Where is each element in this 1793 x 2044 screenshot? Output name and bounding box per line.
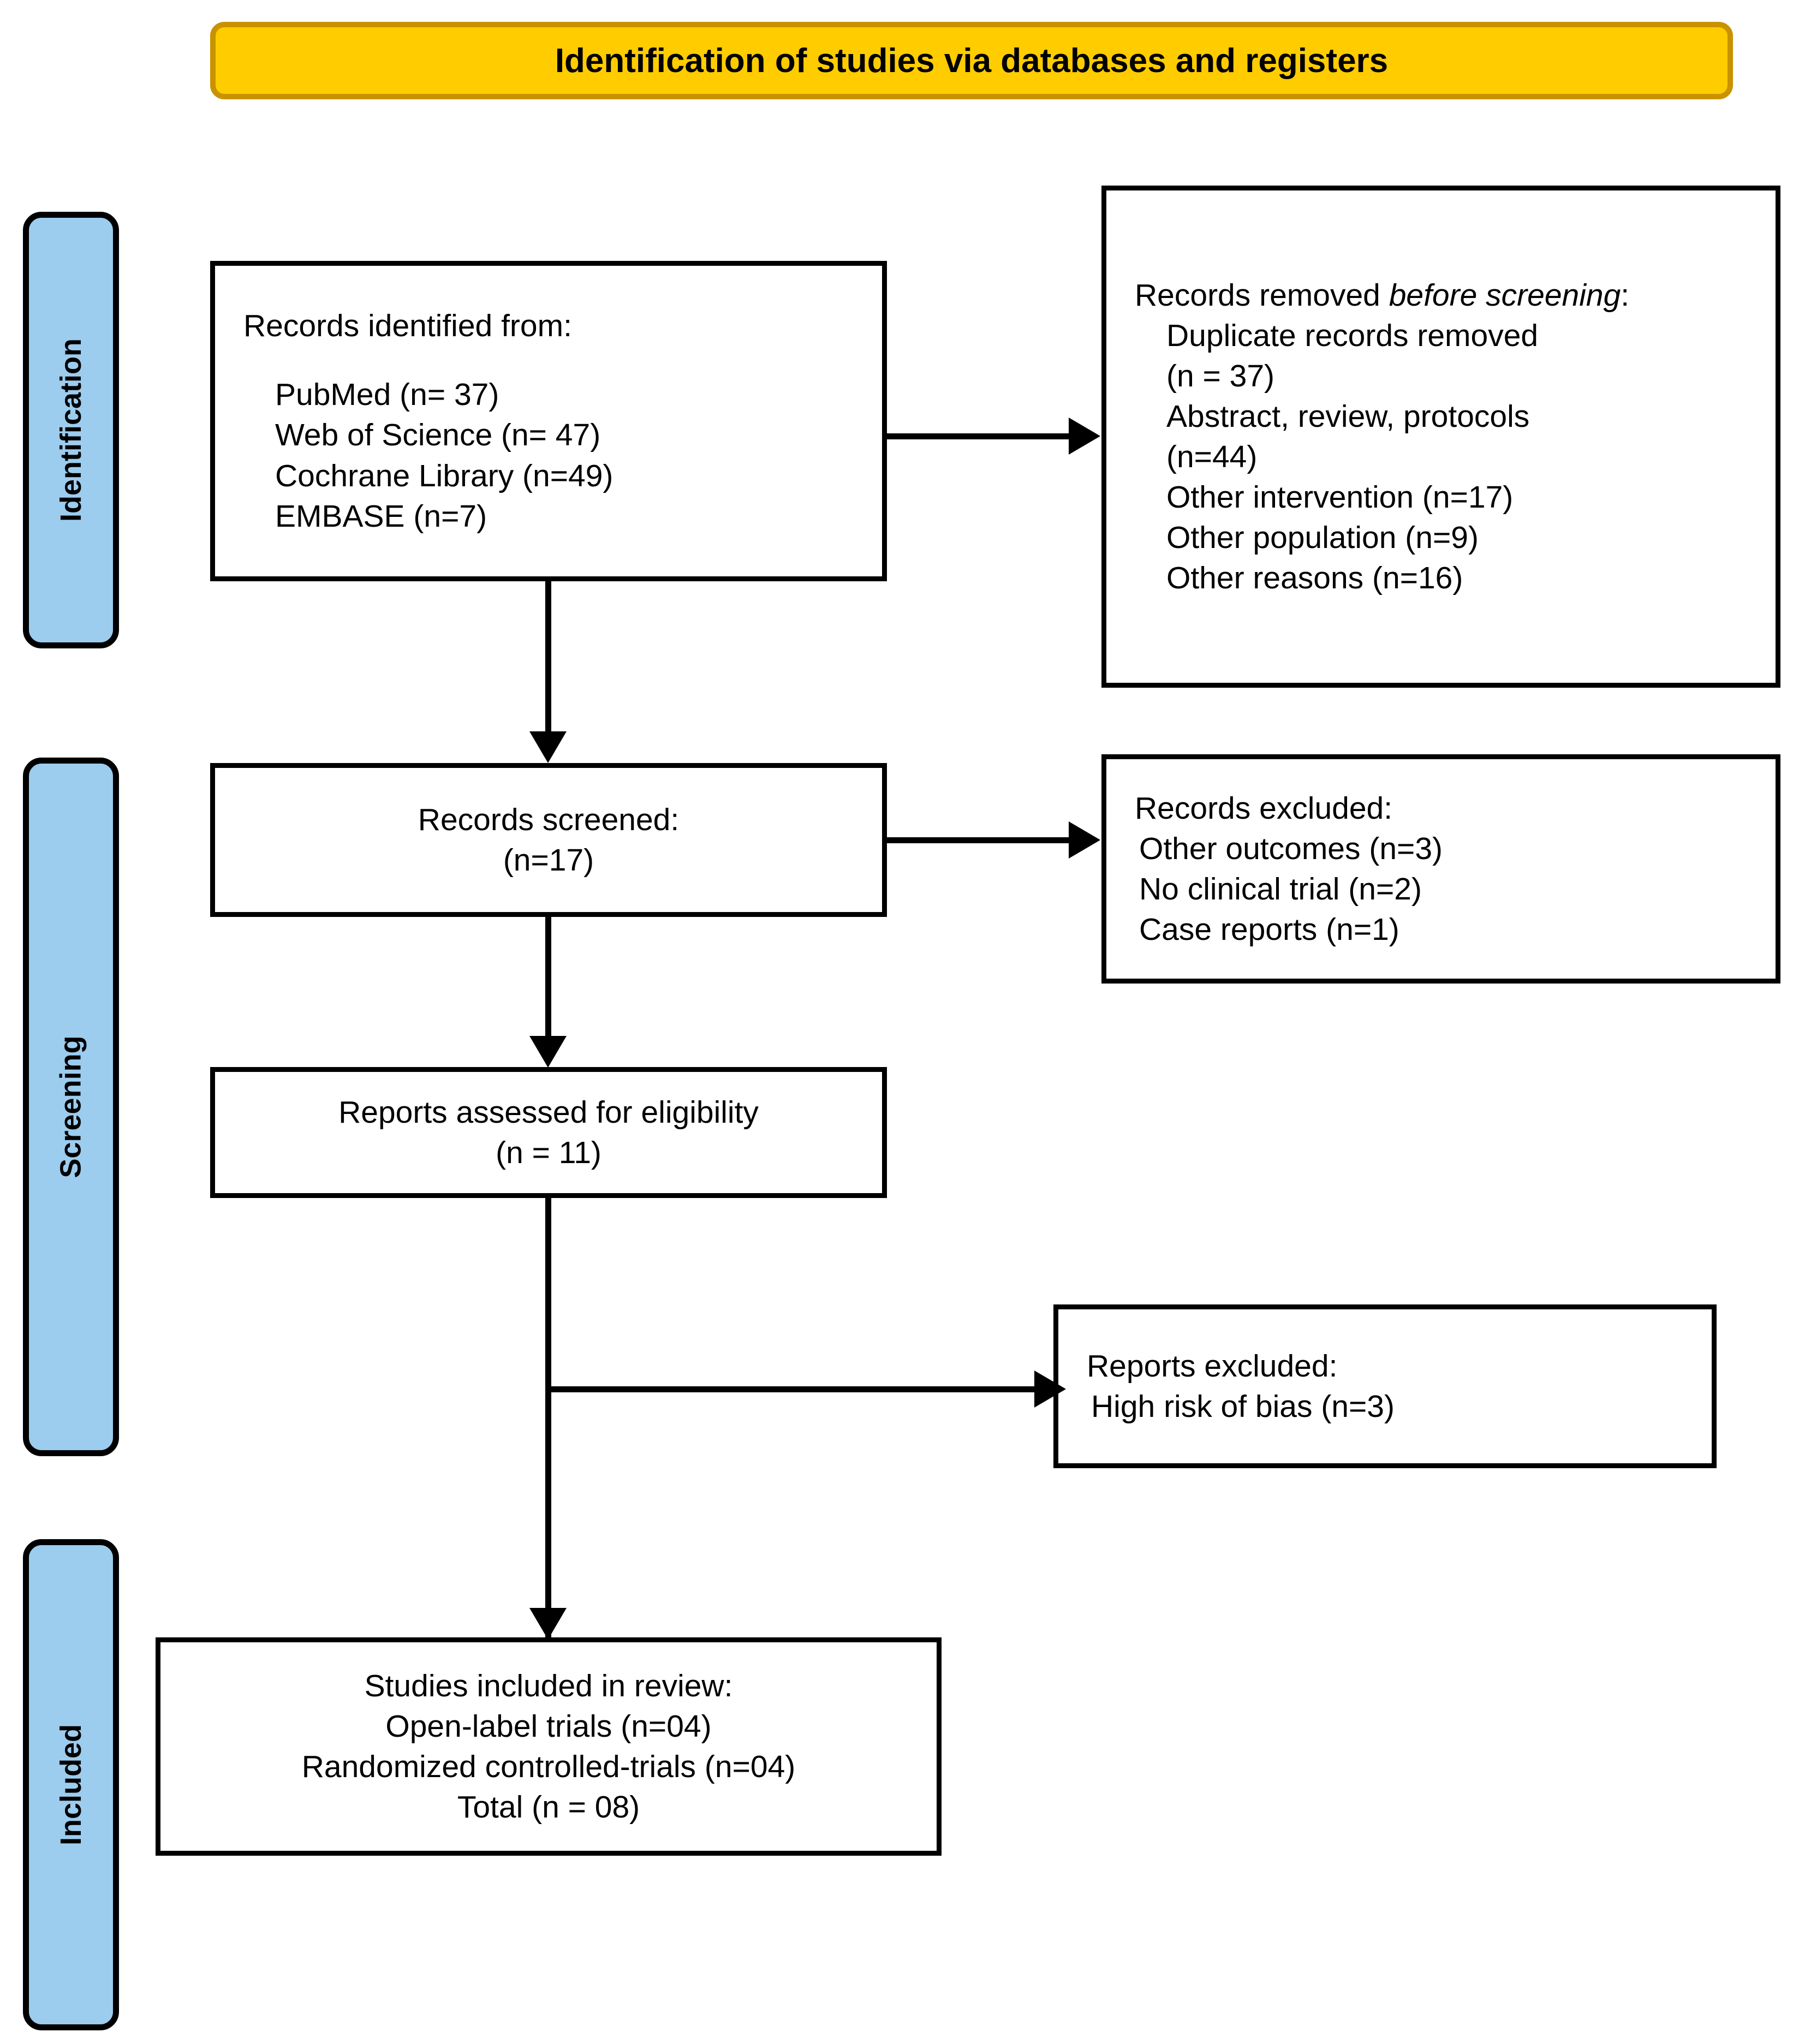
records-excluded-item-0: Other outcomes (n=3) [1139,831,1443,866]
studies-included-line1: Studies included in review: [364,1668,733,1703]
connector-assessed-to-included-arrow [529,1608,567,1640]
records-identified-item-2: Cochrane Library (n=49) [275,458,613,493]
box-records-screened: Records screened: (n=17) [210,763,887,917]
records-identified-item-0: PubMed (n= 37) [275,377,499,413]
records-removed-item-2: Abstract, review, protocols [1166,398,1530,434]
box-records-excluded: Records excluded: Other outcomes (n=3) N… [1101,754,1780,984]
connector-identified-to-screened-arrow [529,731,567,763]
records-excluded-item-1: No clinical trial (n=2) [1139,872,1422,907]
studies-included-line2: Open-label trials (n=04) [385,1708,712,1744]
stage-label-screening: Screening [23,758,119,1456]
box-records-identified: Records identified from: PubMed (n= 37) … [210,261,887,581]
box-reports-assessed: Reports assessed for eligibility (n = 11… [210,1067,887,1198]
stage-label-screening-text: Screening [55,1035,87,1178]
records-removed-item-4: Other intervention (n=17) [1166,480,1514,515]
records-identified-heading: Records identified from: [243,308,572,344]
studies-included-line3: Randomized controlled-trials (n=04) [301,1749,796,1784]
connector-assessed-to-reports-excluded-line [549,1386,1043,1392]
records-screened-line2: (n=17) [503,843,594,878]
records-removed-item-6: Other reasons (n=16) [1166,561,1463,596]
records-excluded-item-2: Case reports (n=1) [1139,912,1399,947]
connector-screened-to-assessed-line [545,917,551,1038]
reports-excluded-item-0: High risk of bias (n=3) [1091,1389,1395,1424]
connector-screened-to-assessed-arrow [529,1036,567,1068]
connector-identified-to-screened-line [545,581,551,734]
records-removed-heading-colon: : [1621,277,1630,313]
reports-assessed-line2: (n = 11) [496,1135,601,1170]
stage-label-included-text: Included [55,1724,88,1846]
records-removed-heading-plain: Records removed [1135,277,1389,313]
records-screened-line1: Records screened: [418,802,680,837]
connector-identified-to-removed-arrow [1069,418,1100,455]
reports-excluded-heading: Reports excluded: [1087,1348,1338,1384]
records-removed-item-0: Duplicate records removed [1166,318,1539,353]
page-title: Identification of studies via databases … [555,41,1389,80]
box-reports-excluded: Reports excluded: High risk of bias (n=3… [1053,1304,1717,1468]
records-removed-item-5: Other population (n=9) [1166,520,1479,556]
records-removed-heading-italic: before screening [1389,277,1621,313]
records-excluded-heading: Records excluded: [1135,790,1393,826]
connector-assessed-to-included-line [545,1198,551,1639]
box-studies-included: Studies included in review: Open-label t… [156,1637,942,1856]
connector-assessed-to-reports-excluded-arrow [1034,1370,1066,1408]
connector-identified-to-removed-line [887,433,1070,439]
diagram-header-banner: Identification of studies via databases … [210,22,1733,99]
studies-included-line4: Total (n = 08) [457,1790,640,1825]
stage-label-identification-text: Identification [55,338,87,522]
box-records-removed: Records removed before screening: Duplic… [1101,186,1780,688]
reports-assessed-line1: Reports assessed for eligibility [338,1094,759,1130]
records-removed-item-3: (n=44) [1166,439,1258,474]
records-identified-item-1: Web of Science (n= 47) [275,418,601,453]
records-removed-item-1: (n = 37) [1166,358,1275,394]
connector-screened-to-excluded-arrow [1069,821,1100,859]
stage-label-included: Included [23,1539,119,2030]
connector-screened-to-excluded-line [887,837,1070,843]
records-removed-heading: Records removed before screening: [1106,275,1776,315]
records-identified-item-3: EMBASE (n=7) [275,498,487,534]
stage-label-identification: Identification [23,212,119,648]
